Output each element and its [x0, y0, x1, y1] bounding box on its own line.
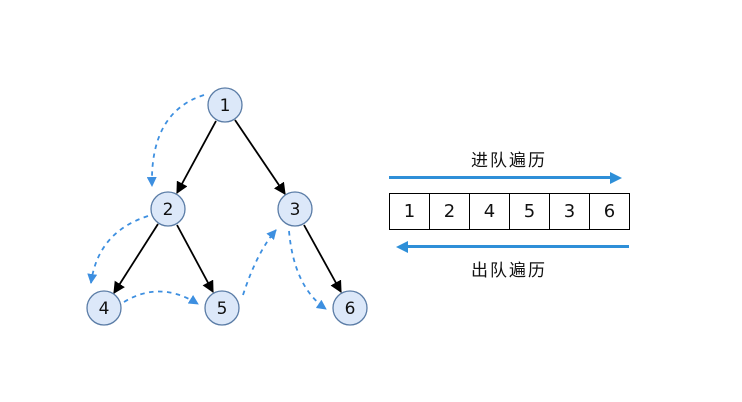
queue-cell: 3 — [550, 193, 590, 230]
queue-cell: 6 — [590, 193, 630, 230]
tree-node-3-label: 3 — [290, 200, 301, 220]
tree-edge-2-5 — [176, 224, 214, 294]
tree-node-1: 1 — [207, 87, 243, 123]
tree-edge-1-3 — [234, 119, 286, 195]
traversal-arrow-5-3 — [242, 229, 277, 296]
queue-cells: 1 2 4 5 3 6 — [389, 193, 630, 230]
enqueue-label: 进队遍历 — [471, 151, 547, 171]
tree-edge-1-2 — [176, 120, 217, 195]
queue-cell: 4 — [470, 193, 510, 230]
tree-node-2: 2 — [150, 191, 186, 227]
tree-node-4: 4 — [86, 290, 122, 326]
traversal-arrow-1-2 — [146, 94, 205, 187]
traversal-arrow-3-6 — [288, 230, 327, 310]
dequeue-arrow-icon — [396, 240, 629, 253]
tree-node-6: 6 — [332, 290, 368, 326]
tree-edge-2-4 — [113, 223, 159, 295]
tree-edge-3-6 — [303, 224, 342, 294]
tree-node-5-label: 5 — [217, 299, 228, 319]
tree-node-2-label: 2 — [163, 200, 174, 220]
queue-cell: 5 — [510, 193, 550, 230]
queue-cell: 1 — [389, 193, 430, 230]
queue-cell: 2 — [430, 193, 470, 230]
tree-node-3: 3 — [277, 191, 313, 227]
enqueue-arrow-icon — [389, 171, 622, 184]
tree-node-6-label: 6 — [345, 299, 356, 319]
traversal-arrow-4-5 — [123, 290, 199, 305]
traversal-arrow-2-4 — [87, 215, 149, 284]
dequeue-label: 出队遍历 — [471, 261, 547, 281]
tree-node-4-label: 4 — [99, 299, 110, 319]
tree-node-1-label: 1 — [220, 96, 231, 116]
tree-node-5: 5 — [204, 290, 240, 326]
